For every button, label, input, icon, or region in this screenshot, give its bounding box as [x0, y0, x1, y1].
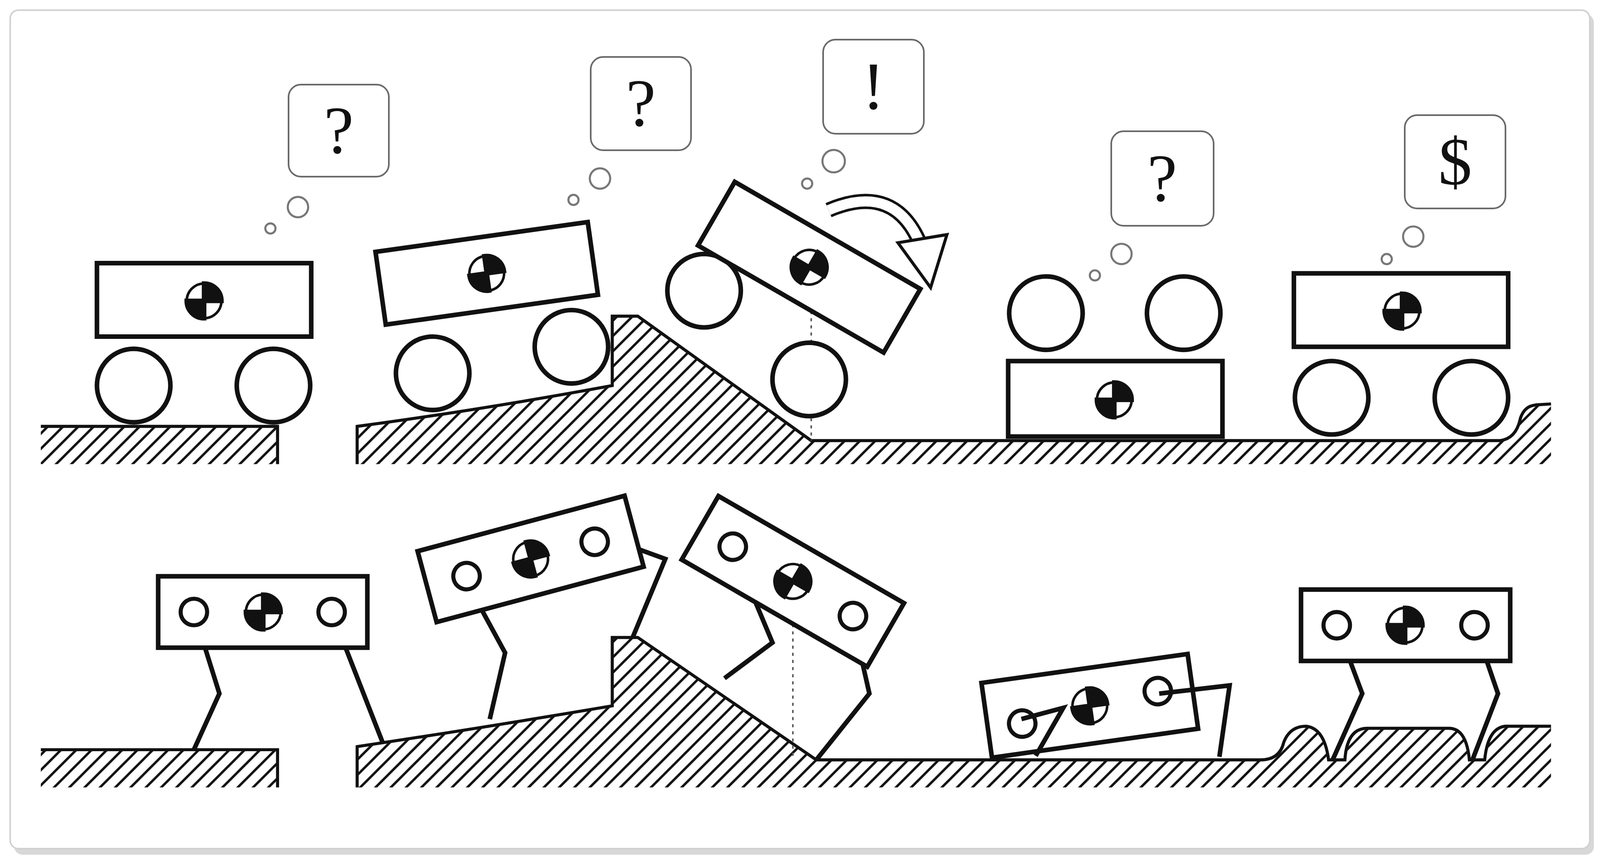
thought-bubble: ?: [589, 56, 692, 152]
wheeled-robot: [375, 222, 609, 410]
wheeled-robot-flipped: [1008, 276, 1223, 437]
legged-robot: [417, 495, 666, 720]
wheeled-robot-tipping: [667, 182, 921, 441]
frame: [10, 10, 1591, 849]
wheeled-robot: [1293, 273, 1508, 435]
legged-robot: [158, 576, 383, 750]
thought-symbol: ?: [1147, 144, 1177, 213]
legged-robot-fallen: [981, 653, 1230, 758]
thought-bubble: $: [1403, 114, 1506, 210]
tip-arrow: [828, 201, 947, 288]
thought-bubble: ?: [1110, 130, 1215, 227]
legged-robot-tipping: [681, 496, 905, 760]
thought-symbol: ?: [323, 97, 354, 165]
wheeled-robot: [97, 263, 312, 423]
legged-robot: [1301, 589, 1511, 760]
thought-symbol: $: [1438, 127, 1473, 196]
thought-symbol: !: [862, 52, 885, 121]
thought-symbol: ?: [625, 69, 656, 138]
thought-bubble: !: [822, 38, 925, 135]
thought-bubble: ?: [287, 83, 390, 178]
